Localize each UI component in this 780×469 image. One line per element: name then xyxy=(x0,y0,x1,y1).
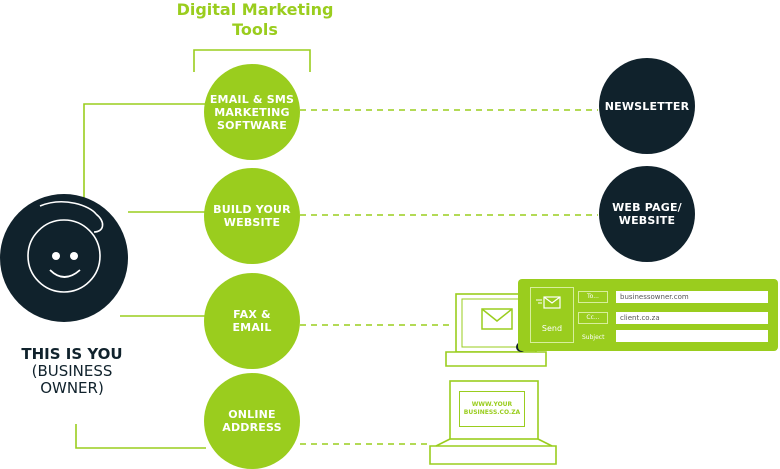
website-laptop-icon xyxy=(429,380,557,465)
tool-online-address: ONLINE ADDRESS xyxy=(204,373,300,469)
smiley-face-icon xyxy=(27,201,104,293)
send-envelope-icon xyxy=(536,296,561,309)
to-label: To... xyxy=(578,291,608,303)
connector-user-address xyxy=(75,424,206,449)
website-url-text: WWW.YOUR BUSINESS.CO.ZA xyxy=(459,391,525,427)
heading-bracket xyxy=(193,49,311,72)
tool-email-sms-software: EMAIL & SMS MARKETING SOFTWARE xyxy=(204,64,300,160)
user-label-strong: THIS IS YOU xyxy=(21,345,123,363)
tool-fax-email: FAX & EMAIL xyxy=(204,273,300,369)
diagram-title: Digital Marketing Tools xyxy=(176,0,334,39)
send-button xyxy=(530,287,574,343)
to-field: businessowner.com xyxy=(616,291,768,303)
user-label-rest: (BUSINESS OWNER) xyxy=(31,362,113,397)
send-label: Send xyxy=(541,324,563,333)
user-avatar xyxy=(0,194,128,322)
subject-field xyxy=(616,330,768,342)
connector-user-email-sms xyxy=(83,103,206,200)
cc-label: Cc... xyxy=(578,312,608,324)
tool-build-website: BUILD YOUR WEBSITE xyxy=(204,168,300,264)
outcome-web-page: WEB PAGE/ WEBSITE xyxy=(599,166,695,262)
cc-field: client.co.za xyxy=(616,312,768,324)
outcome-newsletter: NEWSLETTER xyxy=(599,58,695,154)
subject-label: Subject xyxy=(582,334,605,341)
user-label: THIS IS YOU (BUSINESS OWNER) xyxy=(2,346,142,397)
